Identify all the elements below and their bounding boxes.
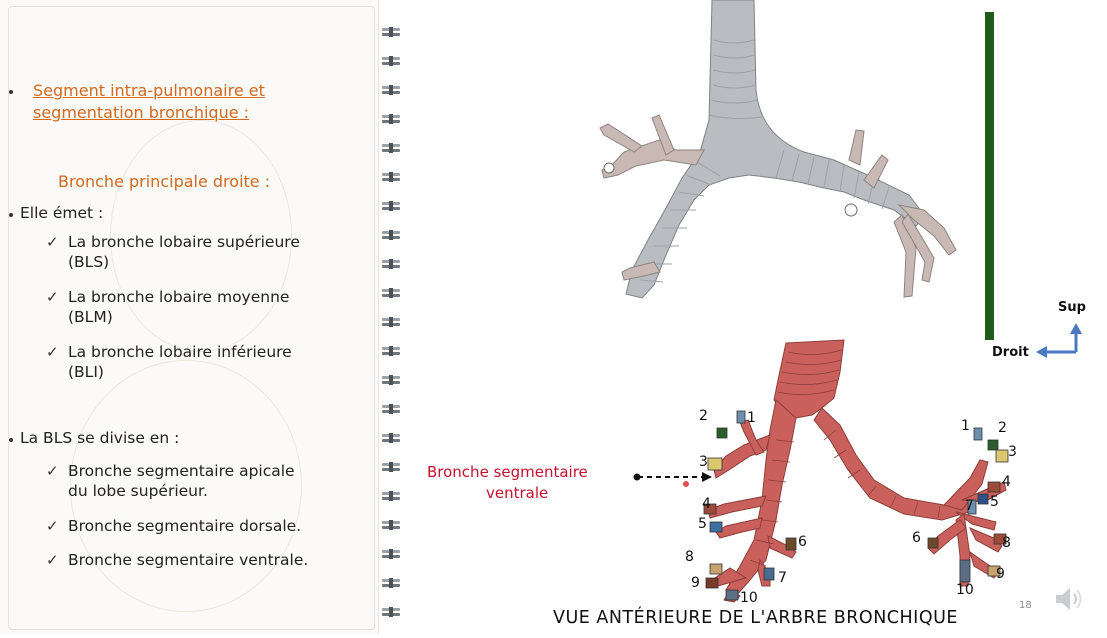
spiral-ring bbox=[382, 115, 400, 123]
segment-number: 9 bbox=[691, 575, 700, 591]
spiral-ring bbox=[382, 57, 400, 65]
segment-number: 3 bbox=[699, 454, 708, 470]
spiral-ring bbox=[382, 521, 400, 529]
slide-number: 18 bbox=[1019, 600, 1032, 611]
segment-number: 10 bbox=[740, 590, 758, 606]
divider-line bbox=[985, 12, 994, 340]
divide-item-apicale: Bronche segmentaire apicale du lobe supé… bbox=[68, 461, 295, 501]
spiral-ring bbox=[382, 202, 400, 210]
speaker-icon[interactable] bbox=[1052, 584, 1088, 614]
spiral-binding bbox=[378, 0, 404, 634]
check-icon: ✓ bbox=[46, 288, 59, 306]
spiral-ring bbox=[382, 347, 400, 355]
segment-number: 6 bbox=[912, 530, 921, 546]
spiral-ring bbox=[382, 28, 400, 36]
segment-number: 5 bbox=[990, 494, 999, 510]
segment-number: 6 bbox=[798, 534, 807, 550]
spiral-ring bbox=[382, 289, 400, 297]
segment-number: 2 bbox=[998, 420, 1007, 436]
bullet bbox=[9, 213, 13, 217]
segment-number: 8 bbox=[685, 549, 694, 565]
check-icon: ✓ bbox=[46, 343, 59, 361]
spiral-ring bbox=[382, 260, 400, 268]
spiral-ring bbox=[382, 405, 400, 413]
segment-number: 1 bbox=[961, 418, 970, 434]
segment-number: 7 bbox=[965, 498, 974, 514]
notes-page: Segment intra-pulmonaire et segmentation… bbox=[0, 0, 379, 634]
figure-caption: VUE ANTÉRIEURE DE L'ARBRE BRONCHIQUE bbox=[404, 608, 1107, 628]
segment-number: 1 bbox=[747, 410, 756, 426]
spiral-ring bbox=[382, 434, 400, 442]
emit-item-bls: La bronche lobaire supérieure (BLS) bbox=[68, 232, 300, 272]
bronchial-illustration: Bronche segmentaire ventrale Sup Droit 2… bbox=[404, 0, 1107, 634]
check-icon: ✓ bbox=[46, 233, 59, 251]
orientation-sup: Sup bbox=[1058, 300, 1086, 315]
emit-intro: Elle émet : bbox=[20, 203, 103, 223]
emit-item-bli: La bronche lobaire inférieure (BLI) bbox=[68, 342, 292, 382]
bullet bbox=[9, 438, 13, 442]
segment-number: 9 bbox=[996, 566, 1005, 582]
segment-number: 4 bbox=[1002, 474, 1011, 490]
arrow-left-icon bbox=[1036, 346, 1047, 358]
section-heading: Segment intra-pulmonaire et segmentation… bbox=[33, 80, 333, 124]
spiral-ring bbox=[382, 318, 400, 326]
emit-item-blm: La bronche lobaire moyenne (BLM) bbox=[68, 287, 289, 327]
segment-number: 4 bbox=[702, 496, 711, 512]
segment-number: 7 bbox=[778, 570, 787, 586]
spiral-ring bbox=[382, 173, 400, 181]
spiral-ring bbox=[382, 144, 400, 152]
spiral-ring bbox=[382, 492, 400, 500]
divide-intro: La BLS se divise en : bbox=[20, 428, 179, 448]
divide-item-ventrale: Bronche segmentaire ventrale. bbox=[68, 550, 308, 570]
spiral-ring bbox=[382, 376, 400, 384]
bronchus-opening bbox=[845, 204, 857, 216]
divide-item-dorsale: Bronche segmentaire dorsale. bbox=[68, 516, 301, 536]
spiral-ring bbox=[382, 579, 400, 587]
segment-number: 3 bbox=[1008, 444, 1017, 460]
segment-number: 5 bbox=[698, 516, 707, 532]
check-icon: ✓ bbox=[46, 551, 59, 569]
check-icon: ✓ bbox=[46, 462, 59, 480]
segment-number: 8 bbox=[1002, 535, 1011, 551]
spiral-ring bbox=[382, 608, 400, 616]
bronchus-opening bbox=[604, 163, 614, 173]
spiral-ring bbox=[382, 86, 400, 94]
arrow-up-icon bbox=[1070, 323, 1082, 334]
spiral-ring bbox=[382, 550, 400, 558]
orientation-droit: Droit bbox=[992, 345, 1029, 360]
spiral-ring bbox=[382, 231, 400, 239]
segment-number: 2 bbox=[699, 408, 708, 424]
annotation-label-line2: ventrale bbox=[486, 484, 548, 502]
check-icon: ✓ bbox=[46, 517, 59, 535]
orientation-arrows bbox=[1046, 332, 1076, 352]
annotation-label-line1: Bronche segmentaire bbox=[427, 463, 588, 481]
annotation-pointer bbox=[634, 472, 713, 487]
bullet bbox=[9, 90, 13, 94]
segment-number: 10 bbox=[956, 582, 974, 598]
subheading: Bronche principale droite : bbox=[58, 172, 270, 191]
spiral-ring bbox=[382, 463, 400, 471]
